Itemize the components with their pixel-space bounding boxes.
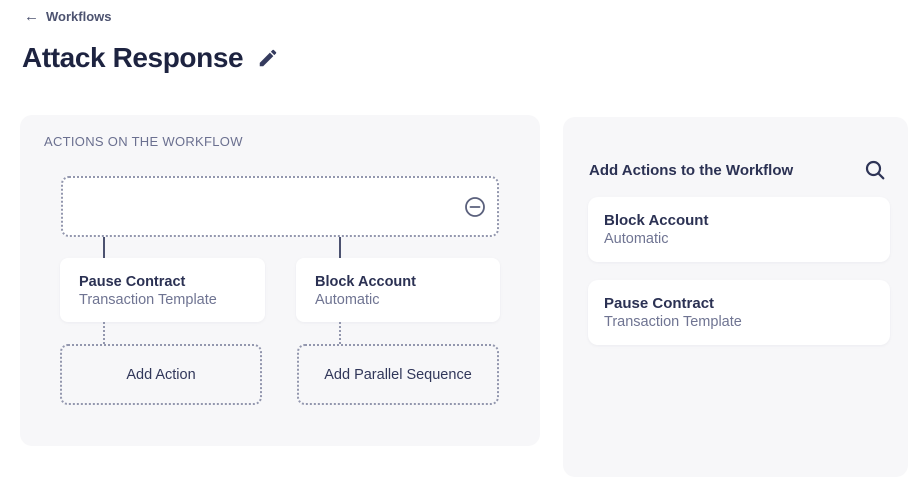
action-title: Pause Contract [604,295,715,312]
page-header: Attack Response [22,42,279,74]
action-library-title: Add Actions to the Workflow [589,161,794,179]
node-title: Pause Contract [79,274,186,290]
page-title: Attack Response [22,42,244,73]
search-actions-button[interactable] [864,159,886,181]
back-to-workflows-link[interactable]: ← Workflows [24,9,112,24]
action-library-panel: Add Actions to the Workflow Block Accoun… [563,117,908,477]
connector-dotted-line [339,322,341,344]
node-subtitle: Automatic [315,292,380,308]
add-action-button[interactable]: Add Action [60,344,262,405]
workflow-canvas-panel: ACTIONS ON THE WORKFLOW Pause Contract T… [20,115,540,446]
action-library-header: Add Actions to the Workflow [589,159,886,181]
connector-line [339,237,341,258]
back-link-label: Workflows [46,9,112,24]
workflow-root-node[interactable] [61,176,499,237]
remove-node-button[interactable] [464,196,486,218]
action-subtitle: Automatic [604,231,669,247]
add-parallel-sequence-button[interactable]: Add Parallel Sequence [297,344,499,405]
action-subtitle: Transaction Template [604,314,742,330]
connector-dotted-line [103,322,105,344]
minus-circle-icon [464,196,486,218]
add-action-label: Add Action [126,366,196,383]
pencil-icon [257,47,279,69]
search-icon [864,159,886,181]
connector-line [103,237,105,258]
node-subtitle: Transaction Template [79,292,217,308]
arrow-left-icon: ← [24,8,39,25]
workflow-canvas-label: ACTIONS ON THE WORKFLOW [44,134,243,149]
workflow-node-pause-contract[interactable]: Pause Contract Transaction Template [60,258,265,322]
library-action-block-account[interactable]: Block Account Automatic [588,197,890,262]
add-parallel-sequence-label: Add Parallel Sequence [324,366,472,383]
library-action-pause-contract[interactable]: Pause Contract Transaction Template [588,280,890,345]
workflow-node-block-account[interactable]: Block Account Automatic [296,258,500,322]
node-title: Block Account [315,274,416,290]
action-title: Block Account [604,212,709,229]
edit-title-button[interactable] [257,47,279,69]
